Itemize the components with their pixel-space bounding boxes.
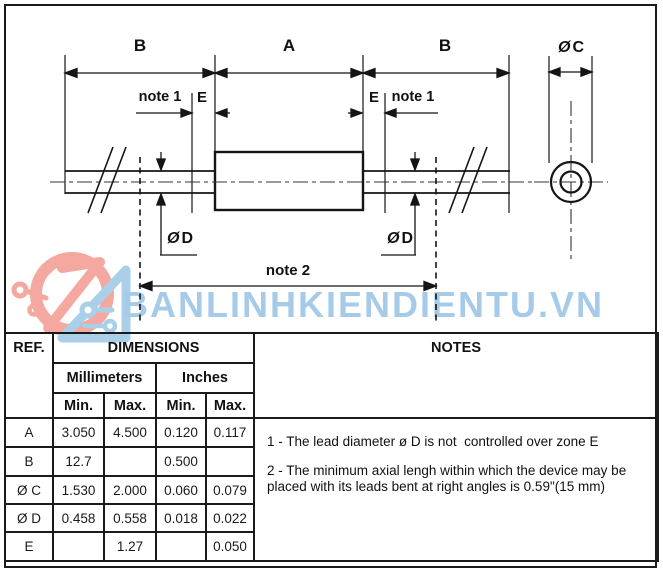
package-outline-drawing (50, 55, 608, 324)
in-min-header: Min. (155, 392, 207, 419)
centerlines (50, 101, 608, 261)
mm-min-header: Min. (52, 392, 105, 419)
mm-max-cell: 4.500 (103, 417, 157, 448)
table-row: E 1.27 0.050 (4, 531, 658, 562)
in-max-cell (204, 446, 256, 477)
note1-label-right: note 1 (391, 89, 435, 105)
watermark-text: BANLINHKIENDIENTU.VN (122, 284, 605, 325)
note2-label: note 2 (265, 262, 311, 279)
diameter-symbol: Ø (557, 39, 571, 56)
dia-d-letter: D (181, 230, 193, 247)
e-label-right: E (368, 89, 379, 106)
in-min-cell: 0.500 (155, 446, 207, 477)
in-max-cell: 0.117 (204, 417, 256, 448)
ref-cell: Ø D (4, 503, 54, 533)
in-max-cell: 0.022 (204, 503, 256, 533)
break-marks (87, 146, 488, 214)
mm-min-cell: 3.050 (52, 417, 105, 448)
notes-content-cell: 1 - The lead diameter ø D is not control… (253, 417, 660, 562)
dimensions-table: REF. DIMENSIONS NOTES Millimeters Inches… (4, 332, 660, 562)
mm-min-cell: 0.458 (52, 503, 105, 533)
millimeters-header-cell: Millimeters (52, 362, 157, 394)
table-row: Ø D 0.458 0.558 0.018 0.022 (4, 503, 658, 533)
mm-max-cell: 2.000 (103, 475, 157, 505)
dim-label-b-right: B (438, 36, 452, 55)
notes-header-cell: NOTES (253, 332, 660, 419)
ref-cell: B (4, 446, 54, 477)
ref-header-cell: REF. (4, 332, 54, 419)
ref-cell: Ø C (4, 475, 54, 505)
dimensions-header-cell: DIMENSIONS (51, 332, 256, 364)
in-max-cell: 0.050 (204, 531, 256, 562)
dim-label-a: A (282, 36, 296, 55)
note2-boundary-lines (139, 157, 437, 324)
end-view (549, 160, 593, 204)
mm-max-cell (103, 446, 157, 477)
mm-min-cell (52, 531, 105, 562)
mm-max-cell: 0.558 (103, 503, 157, 533)
inches-header-cell: Inches (154, 362, 256, 394)
note-2-text: 2 - The minimum axial lengh within which… (267, 463, 630, 495)
note1-label-left: note 1 (138, 89, 182, 105)
table-row: A 3.050 4.500 0.120 0.117 1 - The lead d… (4, 417, 660, 562)
dia-c-letter: C (572, 39, 584, 56)
dimension-lines (63, 66, 594, 292)
table-row: Ø C 1.530 2.000 0.060 0.079 (4, 475, 658, 505)
ref-cell: E (4, 531, 54, 562)
mm-min-cell: 12.7 (52, 446, 105, 477)
in-min-cell (155, 531, 207, 562)
diameter-symbol: Ø (166, 230, 180, 247)
dia-d-letter: D (401, 230, 413, 247)
e-label-left: E (196, 89, 207, 106)
mm-max-cell: 1.27 (103, 531, 157, 562)
diameter-symbol: Ø (386, 230, 400, 247)
in-min-cell: 0.060 (155, 475, 207, 505)
in-min-cell: 0.120 (155, 417, 207, 448)
in-max-cell: 0.079 (204, 475, 256, 505)
in-max-header: Max. (204, 392, 256, 419)
note-1-text: 1 - The lead diameter ø D is not control… (267, 434, 599, 449)
mm-max-header: Max. (103, 392, 157, 419)
dim-label-b-left: B (133, 36, 147, 55)
in-min-cell: 0.018 (155, 503, 207, 533)
component-body (213, 150, 365, 212)
table-row: B 12.7 0.500 (4, 446, 658, 477)
ref-cell: A (4, 417, 54, 448)
watermark-logo (11, 252, 131, 343)
mm-min-cell: 1.530 (52, 475, 105, 505)
